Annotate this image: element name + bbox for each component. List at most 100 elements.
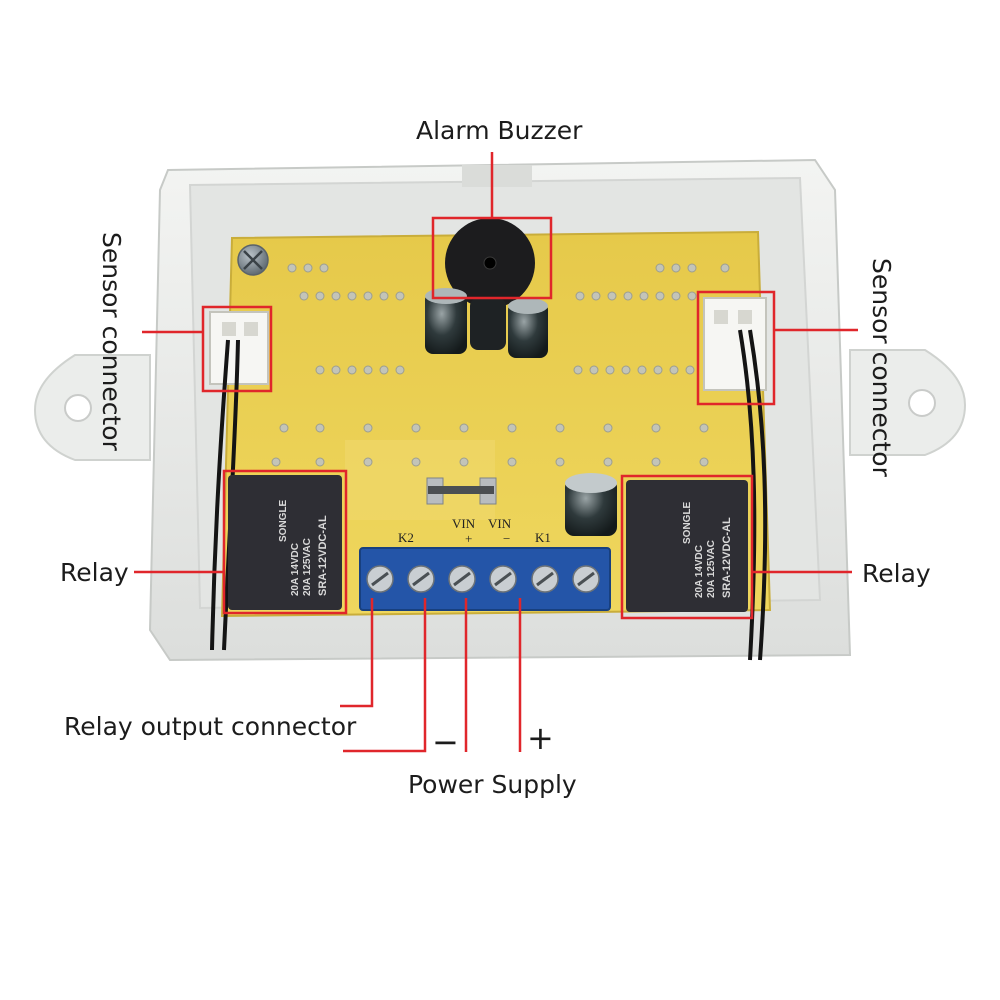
relay-left-body bbox=[228, 475, 342, 610]
solder-pad bbox=[363, 291, 373, 301]
terminal-screw-slot bbox=[371, 571, 389, 587]
solder-pad bbox=[363, 423, 373, 433]
mount-hole-right bbox=[908, 389, 936, 417]
solder-pad bbox=[685, 365, 695, 375]
solder-pad bbox=[651, 423, 661, 433]
solder-pad bbox=[603, 457, 613, 467]
sensor-left-highlight-box bbox=[201, 305, 273, 393]
alarm-buzzer bbox=[445, 218, 535, 308]
relay-right bbox=[626, 480, 748, 612]
solder-pad bbox=[331, 365, 341, 375]
solder-pad bbox=[319, 263, 329, 273]
solder-pad bbox=[347, 291, 357, 301]
solder-pad bbox=[653, 365, 663, 375]
solder-pad bbox=[621, 365, 631, 375]
sensor-right-highlight-box bbox=[696, 290, 776, 406]
relay-right-model: SRA-12VDC-AL bbox=[721, 517, 733, 598]
solder-pad bbox=[655, 263, 665, 273]
relay-left-label: Relay bbox=[60, 558, 129, 587]
relay-left-model: SRA-12VDC-AL bbox=[317, 515, 329, 596]
terminal-screw-slot bbox=[412, 571, 430, 587]
power-minus-label: − bbox=[432, 723, 459, 761]
leader-lines bbox=[134, 152, 858, 753]
alarm-buzzer-label: Alarm Buzzer bbox=[416, 116, 583, 145]
solder-pad bbox=[303, 263, 313, 273]
solder-pad bbox=[287, 263, 297, 273]
solder-pad bbox=[637, 365, 647, 375]
capacitor-left-top bbox=[425, 288, 467, 304]
solder-pad bbox=[395, 365, 405, 375]
solder-pad bbox=[411, 457, 421, 467]
solder-pad bbox=[459, 423, 469, 433]
solder-pad bbox=[459, 457, 469, 467]
relay-right-body bbox=[626, 480, 748, 612]
power-plus-label: + bbox=[527, 719, 554, 757]
relay-left-brand: SONGLE bbox=[278, 499, 289, 542]
mount-ear-right bbox=[849, 349, 967, 456]
pcb-label-vin-minus: − bbox=[503, 531, 510, 546]
enclosure-notch bbox=[462, 165, 532, 187]
solder-pad bbox=[589, 365, 599, 375]
capacitor-right bbox=[508, 302, 548, 358]
relay-left bbox=[228, 475, 342, 610]
solder-pad bbox=[347, 365, 357, 375]
pcb-label-vin-plus: + bbox=[465, 531, 472, 546]
solder-pad bbox=[603, 423, 613, 433]
solder-pad bbox=[639, 291, 649, 301]
solder-pad bbox=[720, 263, 730, 273]
relay-right-label: Relay bbox=[862, 559, 931, 588]
solder-pad bbox=[379, 291, 389, 301]
capacitor-center bbox=[470, 298, 506, 350]
solder-pad bbox=[315, 365, 325, 375]
solder-pad bbox=[607, 291, 617, 301]
terminal-screw-slot bbox=[494, 571, 512, 587]
capacitor-lower bbox=[565, 478, 617, 536]
solder-pad bbox=[699, 423, 709, 433]
solder-pad bbox=[379, 365, 389, 375]
solder-pad bbox=[671, 291, 681, 301]
solder-pad bbox=[279, 423, 289, 433]
solder-pad bbox=[315, 457, 325, 467]
pcb-silkscreen: K2 VIN VIN + − K1 bbox=[398, 516, 551, 546]
relay-right-rating-1: 20A 14VDC bbox=[694, 545, 705, 598]
pcb-label-vin-right: VIN bbox=[488, 516, 512, 531]
pcb-label-k1: K1 bbox=[535, 530, 551, 545]
solder-pad bbox=[591, 291, 601, 301]
relay-right-highlight-box bbox=[620, 474, 754, 620]
capacitor-lower-top bbox=[565, 473, 617, 493]
power-supply-label: Power Supply bbox=[408, 770, 577, 799]
solder-pad bbox=[669, 365, 679, 375]
relay-output-leader-k2a bbox=[340, 598, 374, 708]
pcb-screw-slot bbox=[243, 250, 263, 270]
terminal-block bbox=[359, 547, 611, 611]
relay-left-highlight-box bbox=[222, 469, 348, 615]
solder-pad bbox=[271, 457, 281, 467]
sensor-connector-left-label: Sensor connector bbox=[97, 232, 126, 451]
solder-pad bbox=[687, 263, 697, 273]
terminal-screw-slot bbox=[577, 571, 595, 587]
solder-pad bbox=[651, 457, 661, 467]
solder-pad bbox=[395, 291, 405, 301]
solder-pad bbox=[655, 291, 665, 301]
relay-output-connector-label: Relay output connector bbox=[64, 712, 357, 741]
solder-pad bbox=[699, 457, 709, 467]
terminal-screw-slot bbox=[536, 571, 554, 587]
solder-pad bbox=[331, 291, 341, 301]
capacitors bbox=[425, 288, 617, 536]
solder-pad bbox=[411, 423, 421, 433]
relay-left-rating-2: 20A 125VAC bbox=[302, 538, 313, 596]
solder-pad bbox=[555, 423, 565, 433]
pcb-copper-area bbox=[345, 440, 495, 520]
solder-pad bbox=[687, 291, 697, 301]
mount-hole-left bbox=[64, 394, 92, 422]
pcb-label-vin-left: VIN bbox=[452, 516, 476, 531]
jumper-parts bbox=[426, 477, 497, 505]
relay-left-rating-1: 20A 14VDC bbox=[290, 543, 301, 596]
solder-pad bbox=[315, 291, 325, 301]
solder-pad bbox=[507, 457, 517, 467]
capacitor-right-top bbox=[508, 298, 548, 314]
solder-pad bbox=[555, 457, 565, 467]
terminal-screw-slot bbox=[453, 571, 471, 587]
relay-right-brand: SONGLE bbox=[682, 501, 693, 544]
